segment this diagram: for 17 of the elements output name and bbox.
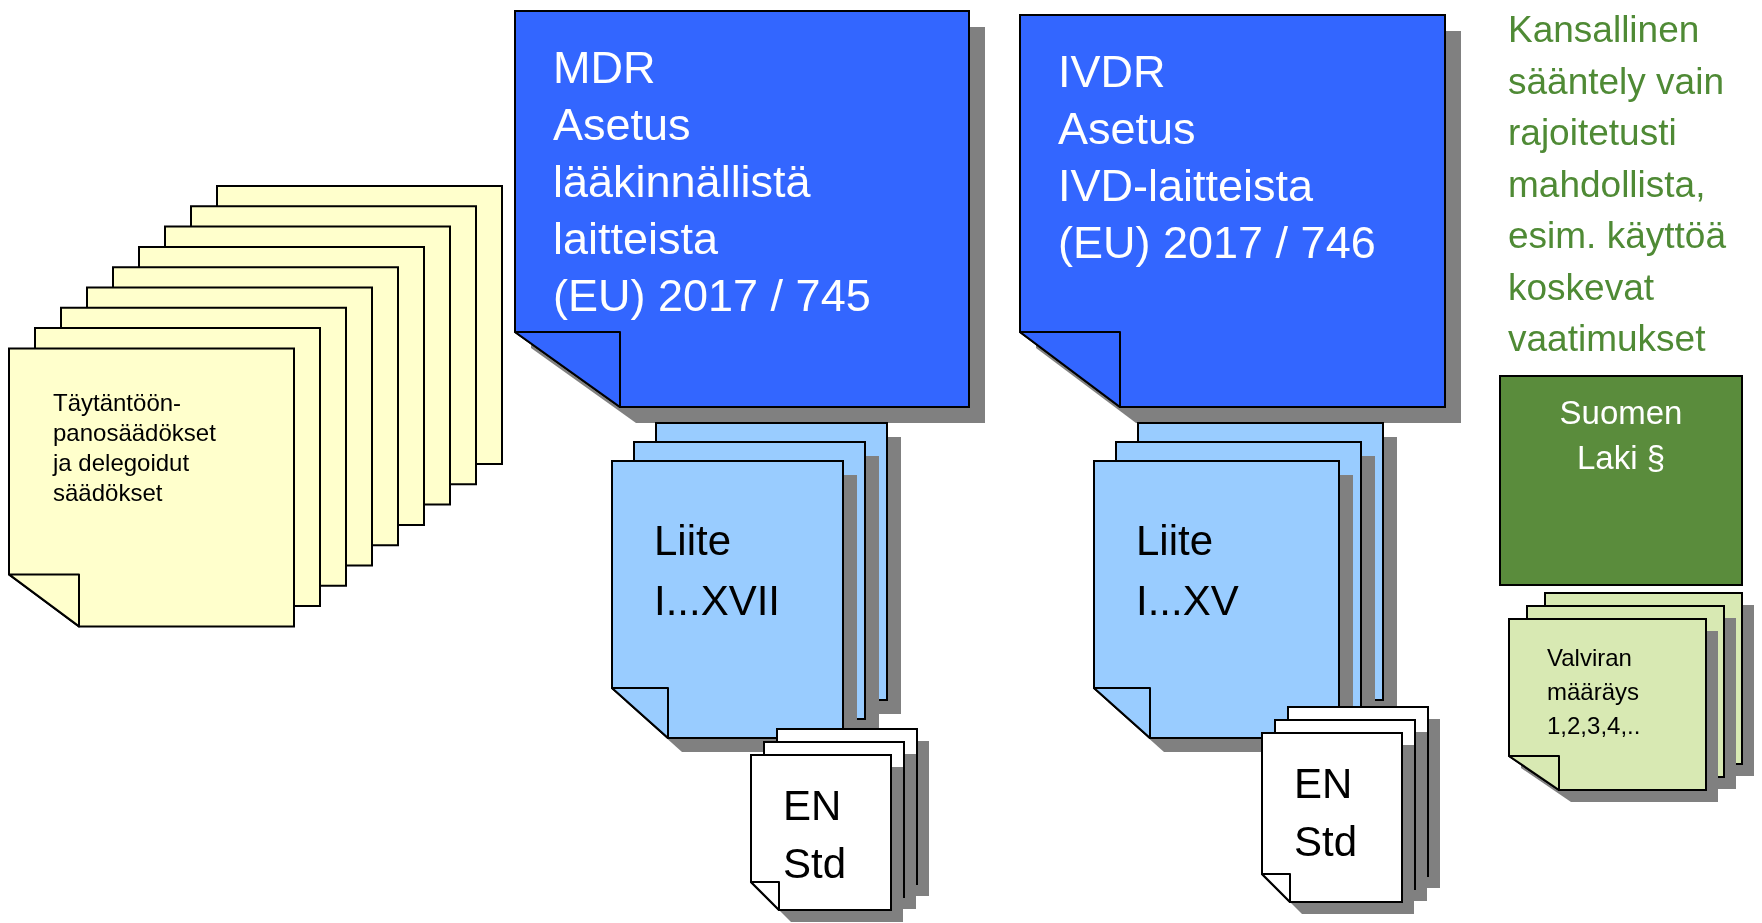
document-label: IVD-laitteista xyxy=(1058,159,1315,213)
document-label: Täytäntöön- panosäädökset ja delegoidut säädökset xyxy=(53,388,217,508)
document-label: laitteista xyxy=(553,212,720,266)
document-label: Suomen Laki § xyxy=(1558,393,1684,478)
document-label: Valviran määräys 1,2,3,4,.. xyxy=(1547,643,1642,741)
document-label: Asetus xyxy=(553,98,692,152)
document-label: EN Std xyxy=(783,781,848,889)
document-label: MDR xyxy=(553,41,657,95)
document-label: Asetus xyxy=(1058,102,1197,156)
document-label: IVDR xyxy=(1058,45,1167,99)
document-label: (EU) 2017 / 745 xyxy=(553,269,872,323)
document-label: Liite I...XV xyxy=(1136,516,1240,626)
document-label: (EU) 2017 / 746 xyxy=(1058,216,1377,270)
document-label: Liite I...XVII xyxy=(654,516,782,626)
document-label: lääkinnällistä xyxy=(553,155,812,209)
note-text: Kansallinen sääntely vain rajoitetusti mahdollista, esim. käyttöä koskevat vaatimukset xyxy=(1508,8,1727,361)
document-label: EN Std xyxy=(1294,759,1359,867)
